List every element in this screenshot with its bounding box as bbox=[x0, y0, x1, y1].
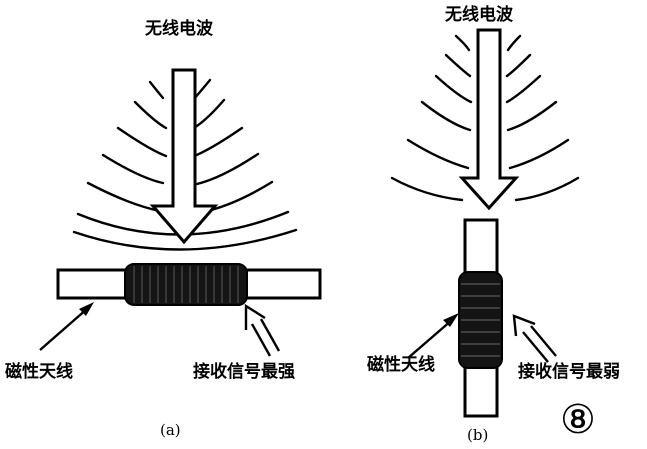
panel-a-signal-label: 接收信号最强 bbox=[193, 362, 295, 382]
panel-b-antenna-pointer bbox=[407, 313, 459, 359]
panel-b-coil-windings bbox=[461, 283, 500, 357]
panel-a bbox=[39, 68, 322, 357]
panel-a-caption: (a) bbox=[160, 421, 181, 439]
panel-b-signal-arrow bbox=[512, 314, 557, 363]
panel-b-radio-waves bbox=[390, 34, 580, 202]
panel-b-antenna-label: 磁性天线 bbox=[367, 355, 435, 375]
panel-a-antenna-pointer bbox=[39, 302, 94, 351]
panel-a-antenna-label: 磁性天线 bbox=[5, 362, 73, 382]
panel-b-arrow bbox=[458, 28, 520, 211]
panel-b bbox=[390, 28, 580, 418]
panel-a-coil-windings bbox=[133, 266, 239, 303]
panel-b-caption: (b) bbox=[467, 426, 489, 444]
panel-b-wave-label: 无线电波 bbox=[445, 5, 513, 25]
panel-a-arrow bbox=[149, 68, 219, 245]
panel-a-signal-arrow bbox=[244, 303, 281, 357]
panel-b-signal-label: 接收信号最弱 bbox=[518, 362, 620, 382]
panel-a-wave-label: 无线电波 bbox=[145, 19, 213, 39]
panel-a-coil bbox=[124, 263, 248, 306]
figure-number: ⑧ bbox=[560, 397, 596, 443]
